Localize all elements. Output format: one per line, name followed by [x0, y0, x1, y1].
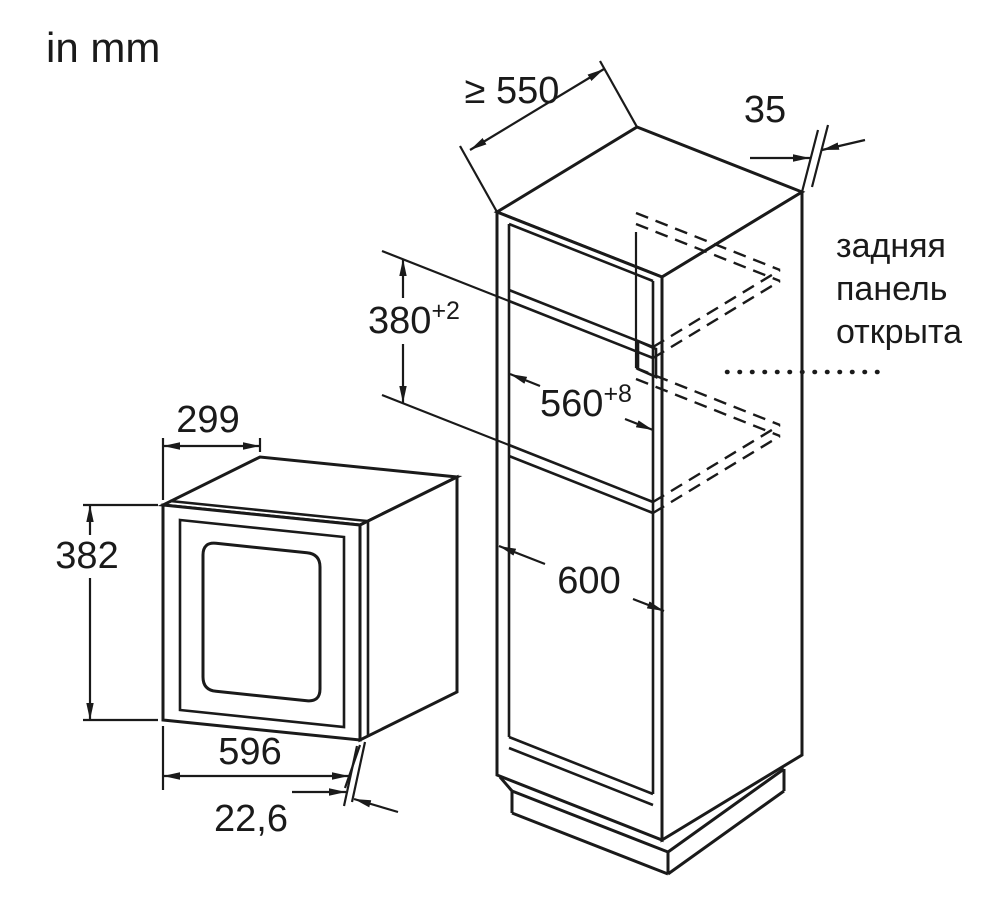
dimension-arrow — [469, 68, 605, 151]
extension-line — [800, 129, 820, 193]
microwave-drawing: 299 382 596 — [55, 399, 463, 840]
door-frame — [178, 518, 346, 729]
dim-niche-height-label: 380+2 — [368, 297, 460, 342]
dim-rear-gap-label: 35 — [744, 89, 786, 131]
dim-cabinet-width-label: 600 — [557, 560, 620, 602]
dim-value: 560 — [540, 383, 603, 425]
cabinet-plinth — [498, 767, 786, 876]
dim-niche-height: 380+2 — [368, 249, 510, 447]
plinth-front-top-edge — [511, 789, 669, 854]
dim-depth-min-label: ≥ 550 — [465, 70, 560, 112]
upper-shelf-front-edge — [508, 288, 654, 349]
upper-shelf-thickness-edge — [508, 299, 654, 360]
dim-cabinet-width: 600 — [498, 544, 665, 613]
inner-top-edge — [508, 222, 654, 283]
extension-line — [459, 145, 498, 213]
dim-appliance-width: 596 — [161, 726, 362, 790]
plinth-front-bottom-edge — [511, 811, 669, 876]
niche-bottom-shelf-thickness-edge — [508, 454, 654, 515]
hidden-rear-edges — [635, 211, 781, 515]
dim-appliance-height: 382 — [55, 503, 158, 722]
dim-cabinet-depth: ≥ 550 — [459, 60, 638, 213]
dim-niche-width: 560+8 — [509, 372, 654, 432]
rear-panel-note-line1: задняя — [836, 227, 946, 265]
dim-rear-gap: 35 — [744, 89, 866, 193]
extension-line — [381, 393, 510, 447]
cabinet-front-face — [495, 209, 664, 843]
upper-shelf-side-thickness — [652, 279, 781, 360]
extension-line — [599, 60, 638, 128]
dim-appliance-depth: 299 — [161, 399, 262, 500]
unit-label: in mm — [46, 24, 160, 71]
cabinet-floor-front-edge — [508, 735, 654, 796]
diagram-root: in mm — [46, 24, 962, 876]
lower-shelf-back-thickness — [635, 377, 781, 438]
dimension-arrow — [353, 797, 399, 814]
plinth-side-top-edge — [667, 767, 785, 854]
dimension-arrow — [509, 372, 541, 388]
extension-line — [342, 745, 359, 807]
dim-door-protrusion-label: 22,6 — [214, 798, 288, 840]
lower-shelf-side-edge — [652, 423, 781, 504]
dim-appliance-depth-label: 299 — [176, 399, 239, 441]
dim-niche-width-label: 560+8 — [540, 380, 632, 425]
cabinet-floor-thickness-edge — [508, 746, 654, 807]
rear-panel-note-line2: панель — [836, 270, 947, 308]
dim-tolerance: +8 — [603, 380, 632, 408]
extension-line — [381, 249, 510, 303]
dimension-arrow — [632, 597, 665, 613]
door-window — [201, 541, 322, 703]
upper-shelf-back-thickness — [635, 222, 781, 283]
dimension-arrow — [624, 417, 654, 432]
dim-appliance-width-label: 596 — [218, 731, 281, 773]
dim-door-protrusion: 22,6 — [214, 741, 399, 840]
plinth-side-bottom-edge — [667, 789, 785, 876]
upper-shelf-side-edge — [652, 268, 781, 349]
plinth-left-return — [498, 776, 514, 792]
upper-shelf-back-edge — [635, 211, 781, 272]
rear-panel-note: задняя панель открыта — [724, 227, 962, 375]
dim-appliance-height-label: 382 — [55, 535, 118, 577]
extension-line — [810, 124, 830, 188]
door-top-edge — [169, 499, 368, 523]
microwave-right-face — [358, 474, 459, 743]
lower-shelf-side-thickness — [652, 434, 781, 515]
dim-tolerance: +2 — [431, 297, 460, 325]
cabinet-interior — [507, 222, 658, 807]
rear-panel-note-line3: открыта — [836, 313, 962, 351]
dim-value: 380 — [368, 300, 431, 342]
microwave-front-face — [161, 503, 362, 742]
cabinet-right-face — [660, 189, 804, 843]
niche-bottom-shelf-front-edge — [508, 443, 654, 504]
lower-shelf-back-edge — [635, 366, 781, 427]
dimension-arrow — [821, 138, 866, 152]
dimension-arrow — [498, 544, 546, 566]
extension-line — [350, 741, 367, 803]
cabinet-drawing: ≥ 550 35 380+2 560+8 — [368, 60, 962, 876]
